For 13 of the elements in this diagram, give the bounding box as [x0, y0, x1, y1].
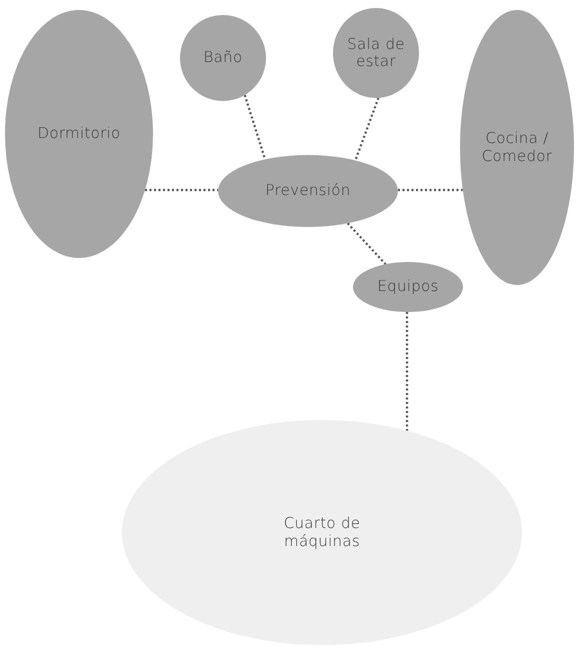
node-label: Prevensión — [265, 182, 351, 200]
dotted-connector — [145, 188, 218, 192]
node-label: Dormitorio — [38, 125, 120, 143]
node-label: Cocina / Comedor — [480, 130, 554, 165]
dotted-connector — [244, 94, 266, 160]
dotted-connector — [346, 222, 386, 265]
dotted-connector — [398, 188, 463, 192]
node-label: Equipos — [377, 278, 439, 296]
dotted-connector — [406, 312, 408, 431]
node-label: Sala de estar — [346, 36, 406, 70]
node-label: Baño — [204, 49, 242, 67]
node-label: Cuarto de máquinas — [282, 515, 362, 550]
dotted-connector — [354, 98, 380, 161]
